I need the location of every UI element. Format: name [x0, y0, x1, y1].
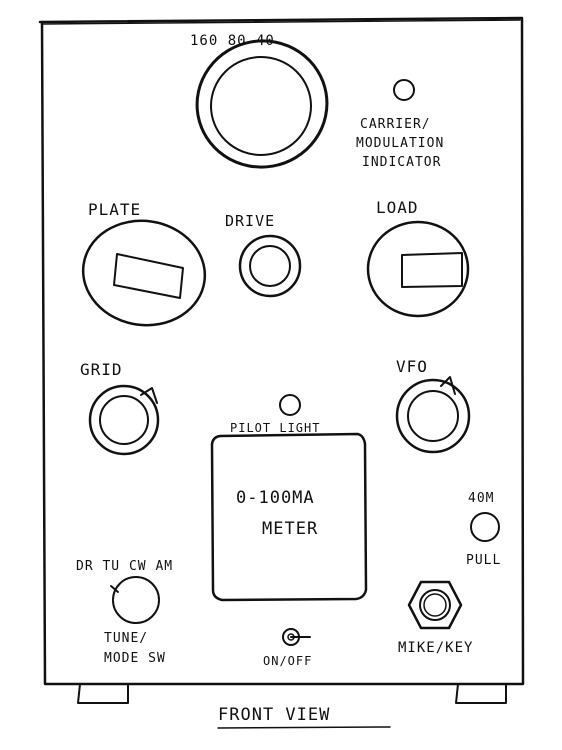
band-switch-label: 160 80 40	[190, 33, 275, 49]
caption-underline	[217, 726, 391, 729]
grid-label: GRID	[80, 360, 123, 379]
mode-switch-label-line1: TUNE/	[104, 631, 148, 646]
indicator-label-line3: INDICATOR	[362, 155, 441, 170]
drive-knob[interactable]	[238, 234, 302, 298]
meter-box	[210, 432, 368, 602]
load-knob[interactable]	[366, 220, 470, 318]
carrier-indicator-lamp	[393, 79, 415, 101]
plate-label: PLATE	[88, 200, 141, 219]
pilot-light-label: PILOT LIGHT	[230, 421, 320, 435]
drive-label: DRIVE	[225, 212, 275, 230]
mode-switch-label-line2: MODE SW	[104, 651, 166, 666]
panel-outline	[38, 16, 525, 686]
caption-label: FRONT VIEW	[218, 705, 330, 725]
power-toggle-switch[interactable]	[282, 628, 311, 646]
indicator-label-line2: MODULATION	[356, 136, 444, 151]
switch-40m-label-top: 40M	[468, 491, 494, 506]
indicator-label-line1: CARRIER/	[360, 117, 431, 132]
pilot-light-lamp	[279, 394, 301, 416]
mike-key-jack[interactable]	[407, 580, 463, 630]
band-switch-knob[interactable]	[187, 31, 337, 178]
vfo-label: VFO	[396, 357, 428, 376]
left-foot	[77, 683, 129, 704]
power-switch-label: ON/OFF	[263, 654, 312, 668]
right-foot	[455, 683, 507, 704]
mike-key-label: MIKE/KEY	[398, 640, 473, 656]
load-label: LOAD	[376, 198, 419, 217]
switch-40m-label-bottom: PULL	[466, 553, 501, 568]
grid-knob[interactable]	[88, 384, 160, 456]
switch-40m-knob[interactable]	[470, 512, 500, 542]
plate-knob[interactable]	[76, 213, 211, 333]
vfo-knob[interactable]	[395, 376, 471, 454]
meter-label-line1: 0-100MA	[236, 488, 315, 508]
mode-switch-knob[interactable]	[110, 576, 160, 624]
meter-label-line2: METER	[262, 519, 318, 539]
mode-switch-positions: DR TU CW AM	[76, 559, 173, 574]
